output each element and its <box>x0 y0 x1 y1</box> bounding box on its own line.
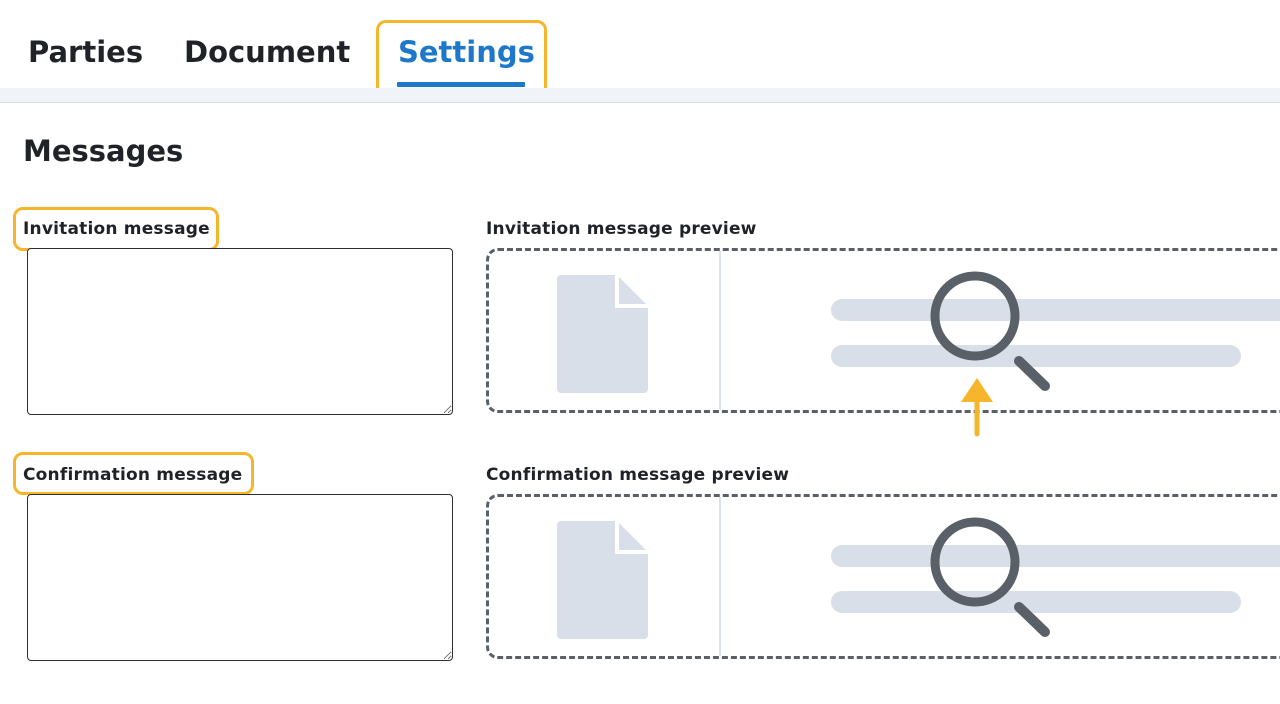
preview-placeholder-illustration <box>557 251 1280 410</box>
confirmation-message-input[interactable] <box>27 494 453 661</box>
confirmation-preview-label: Confirmation message preview <box>486 465 790 485</box>
text-line-placeholder <box>831 545 1280 567</box>
magnifier-icon <box>930 517 1050 637</box>
active-tab-indicator <box>397 82 525 87</box>
invitation-message-label: Invitation message <box>23 219 210 239</box>
document-icon <box>557 275 648 393</box>
preview-placeholder-illustration <box>557 497 1280 656</box>
text-line-placeholder <box>831 591 1241 613</box>
confirmation-message-label: Confirmation message <box>23 465 243 485</box>
confirmation-message-preview <box>486 494 1280 659</box>
document-icon <box>557 521 648 639</box>
text-line-placeholder <box>831 299 1280 321</box>
tab-divider <box>0 88 1280 103</box>
invitation-message-input[interactable] <box>27 248 453 415</box>
invitation-preview-label: Invitation message preview <box>486 219 757 239</box>
arrow-up-icon <box>961 378 993 437</box>
magnifier-icon <box>930 271 1050 391</box>
tab-bar: Parties Document Settings <box>0 0 1280 96</box>
tab-settings[interactable]: Settings <box>398 35 535 69</box>
section-title: Messages <box>23 134 184 168</box>
tab-document[interactable]: Document <box>184 35 351 69</box>
tab-parties[interactable]: Parties <box>28 35 144 69</box>
text-line-placeholder <box>831 345 1241 367</box>
invitation-message-preview <box>486 248 1280 413</box>
